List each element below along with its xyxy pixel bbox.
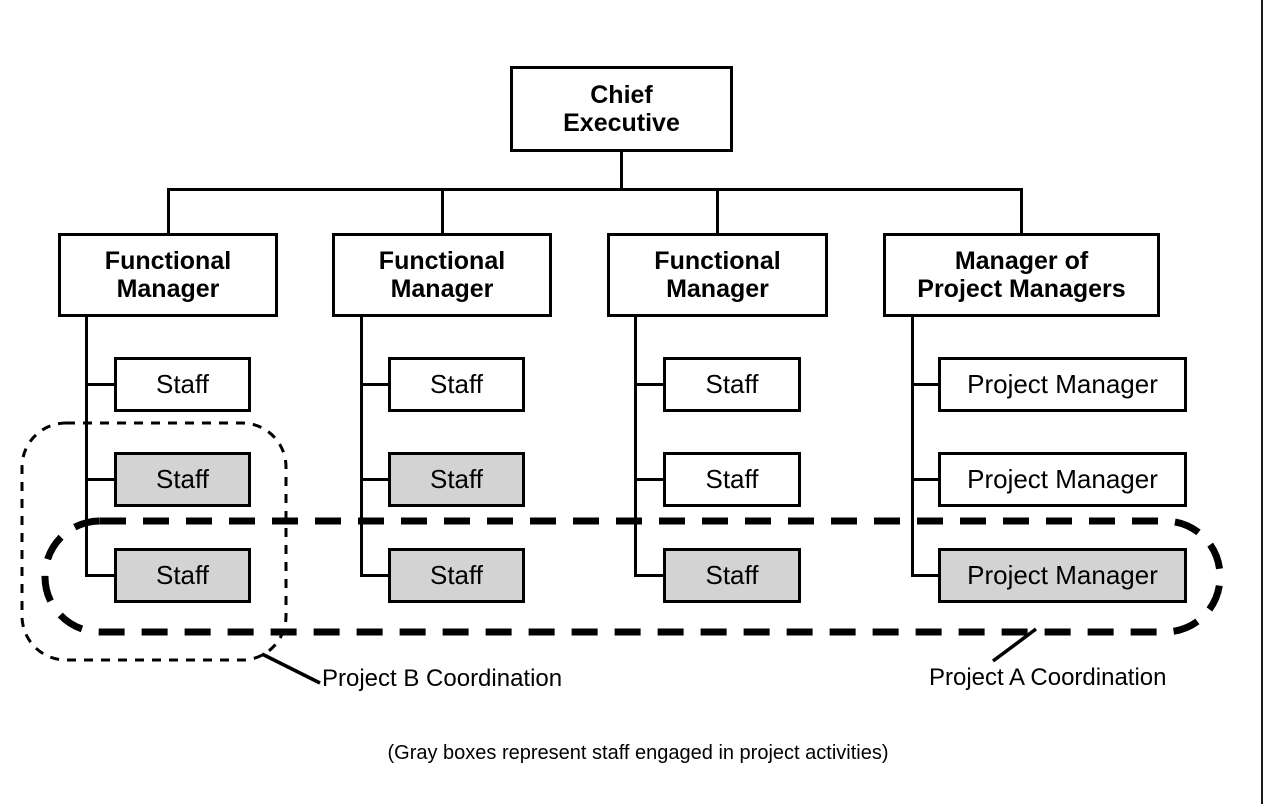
project-b-pointer-line (261, 652, 321, 685)
org-box-staff: Staff (114, 357, 251, 412)
org-box-functional-manager-3: Functional Manager (607, 233, 828, 317)
org-box-project-manager: Project Manager (938, 357, 1187, 412)
stem-col4 (911, 317, 914, 577)
org-box-staff: Staff (388, 357, 525, 412)
org-box-functional-manager-2: Functional Manager (332, 233, 552, 317)
stub-col2-row1 (360, 383, 388, 386)
org-box-manager-of-project-managers: Manager of Project Managers (883, 233, 1160, 317)
connector-drop-col1 (167, 190, 170, 233)
stub-col3-row1 (634, 383, 663, 386)
stub-col3-row2 (634, 478, 663, 481)
stub-col4-row1 (911, 383, 938, 386)
org-box-staff: Staff (663, 548, 801, 603)
stub-col1-row2 (85, 478, 114, 481)
project-a-coordination-label: Project A Coordination (929, 664, 1167, 691)
stem-col1 (85, 317, 88, 577)
connector-drop-col3 (716, 190, 719, 233)
stub-col4-row2 (911, 478, 938, 481)
stub-col2-row2 (360, 478, 388, 481)
stem-col3 (634, 317, 637, 577)
org-box-staff: Staff (663, 452, 801, 507)
connector-drop-col4 (1020, 190, 1023, 233)
org-box-project-manager: Project Manager (938, 452, 1187, 507)
page-edge-line (1261, 0, 1263, 804)
project-a-pointer-line (991, 627, 1038, 663)
gray-boxes-caption: (Gray boxes represent staff engaged in p… (387, 742, 889, 764)
stub-col1-row1 (85, 383, 114, 386)
project-b-coordination-label: Project B Coordination (322, 665, 563, 692)
org-box-project-manager: Project Manager (938, 548, 1187, 603)
org-box-staff: Staff (388, 452, 525, 507)
org-box-staff: Staff (114, 548, 251, 603)
org-box-staff: Staff (388, 548, 525, 603)
org-box-chief-executive: Chief Executive (510, 66, 733, 152)
stub-col2-row3 (360, 574, 388, 577)
org-box-staff: Staff (114, 452, 251, 507)
connector-ce-stub (620, 152, 623, 190)
stub-col3-row3 (634, 574, 663, 577)
connector-drop-col2 (441, 190, 444, 233)
connector-bus (167, 188, 1023, 191)
org-box-functional-manager-1: Functional Manager (58, 233, 278, 317)
org-box-staff: Staff (663, 357, 801, 412)
stem-col2 (360, 317, 363, 577)
stub-col1-row3 (85, 574, 114, 577)
stub-col4-row3 (911, 574, 938, 577)
